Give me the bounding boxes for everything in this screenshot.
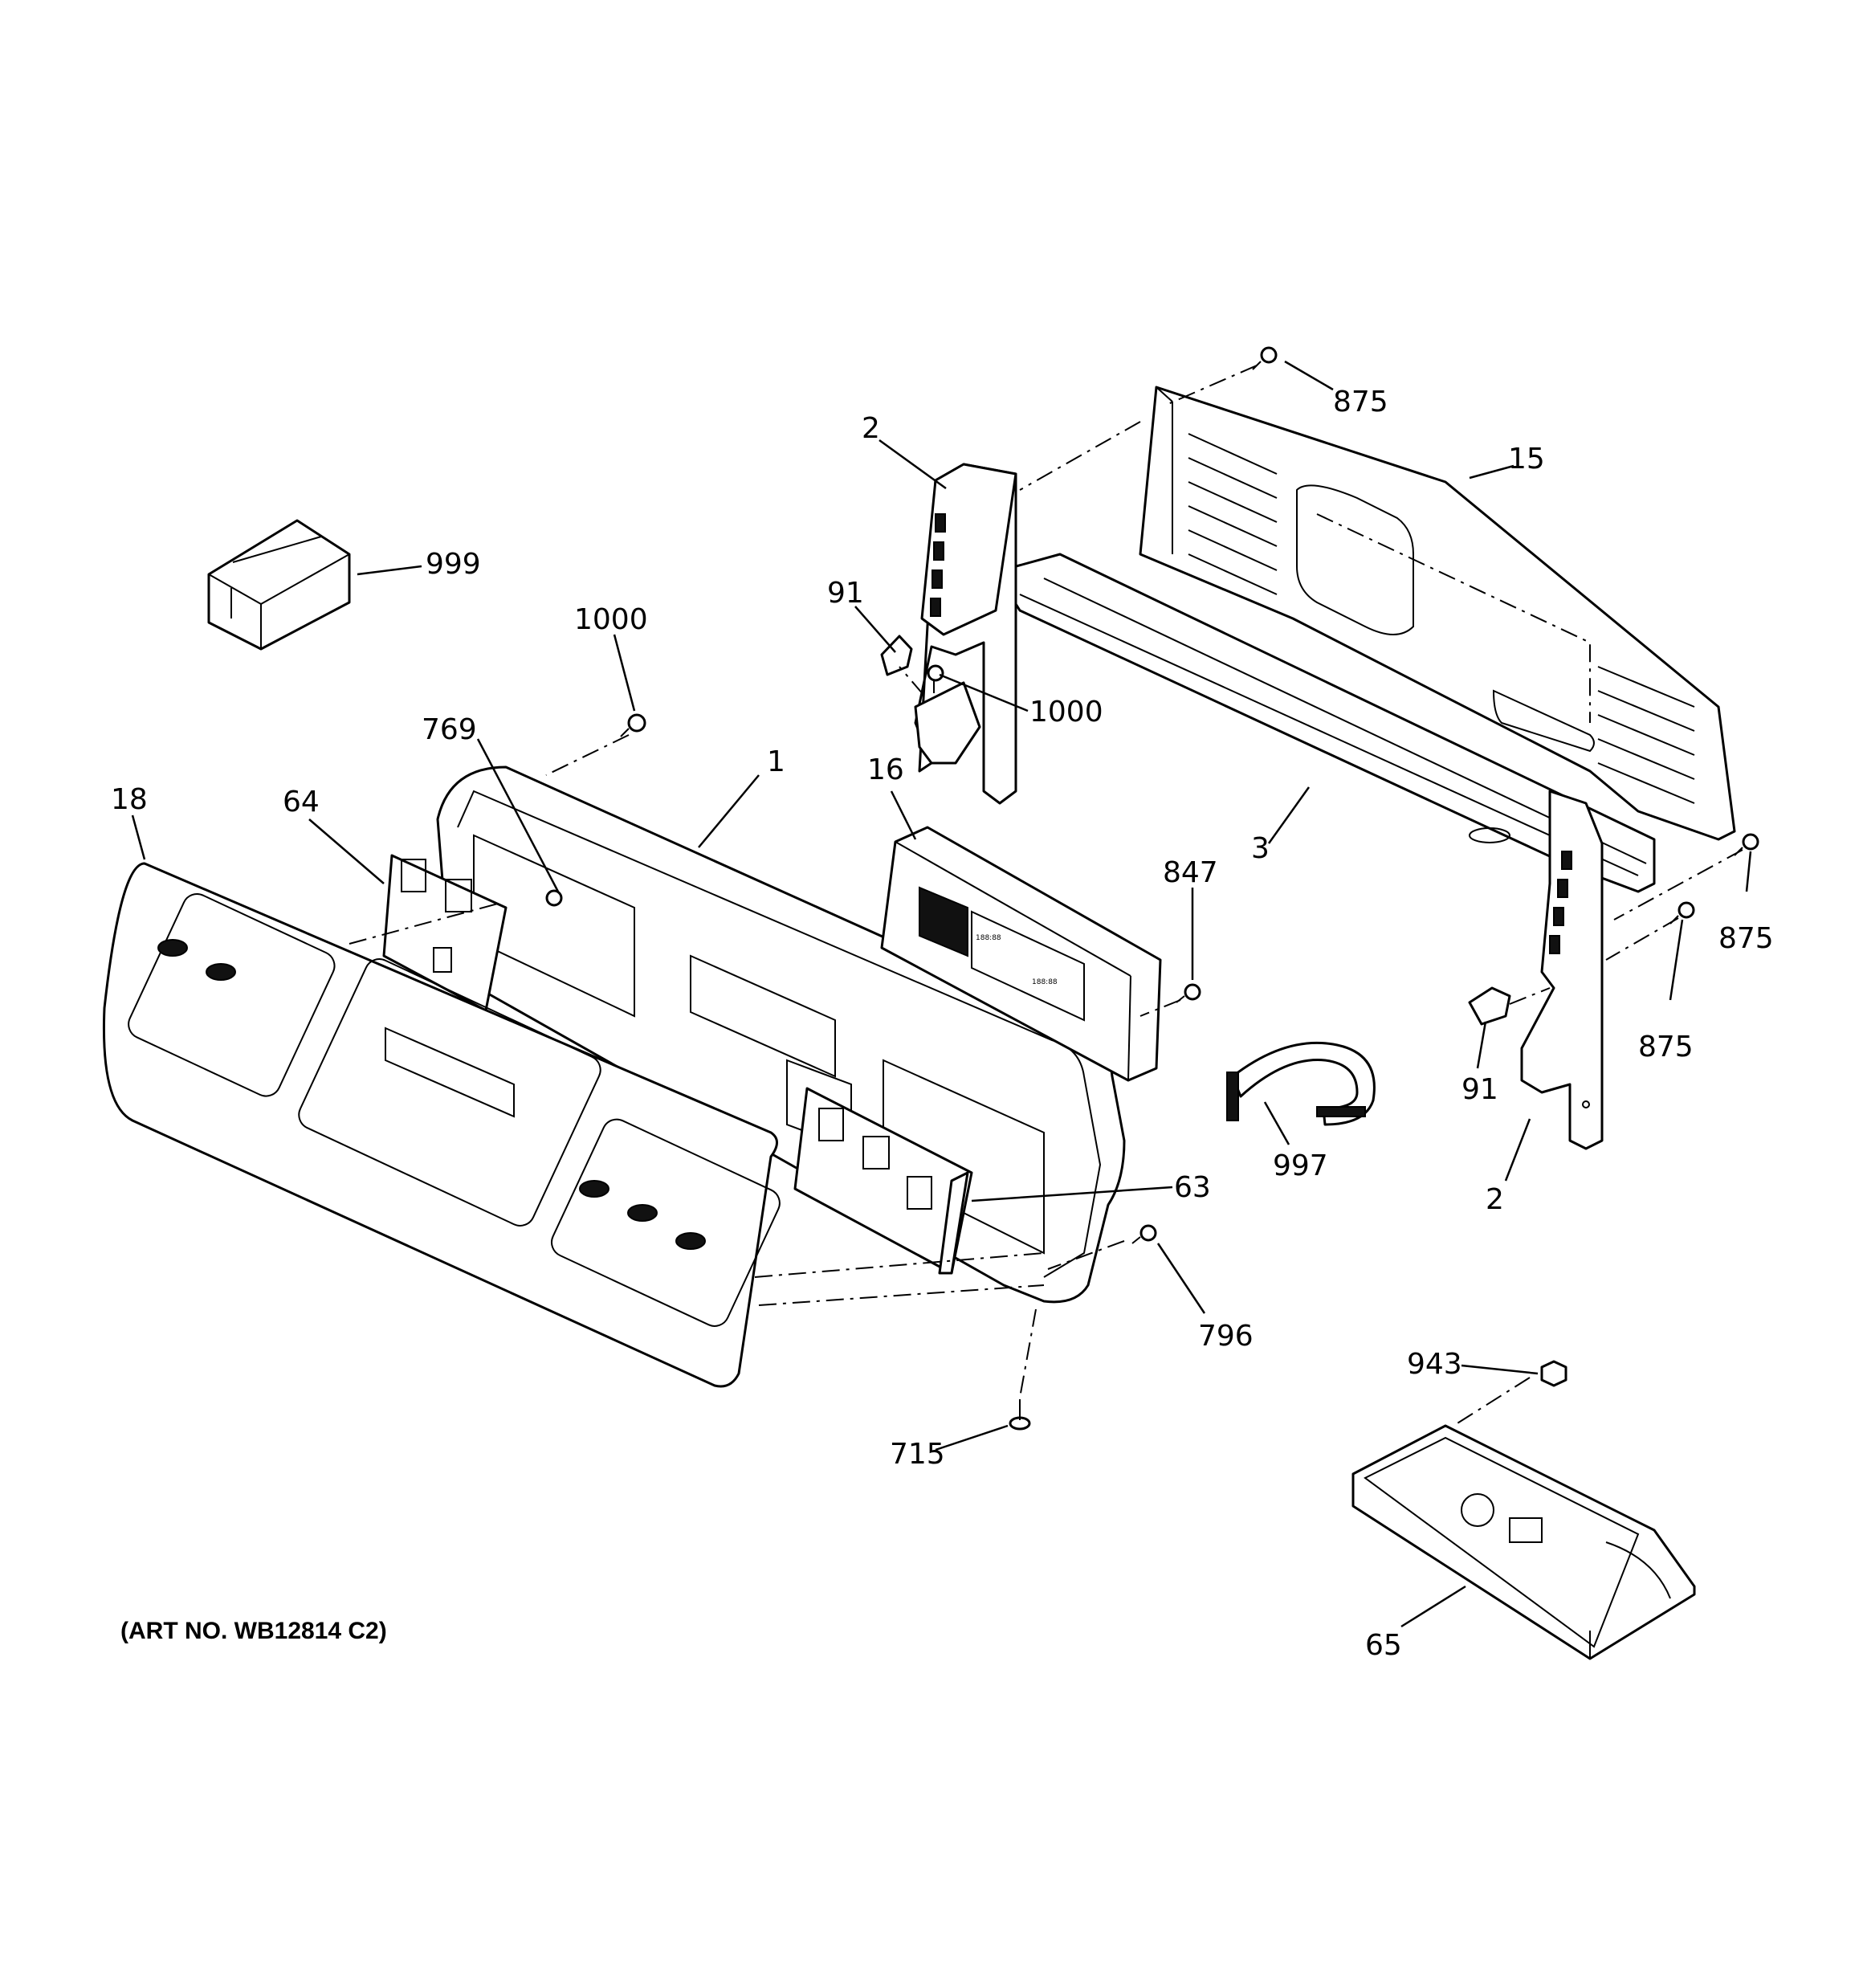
callout-1000: 1000 [1029, 696, 1103, 729]
callout-1000: 1000 [574, 603, 648, 636]
part-65-tray [1351, 1424, 1696, 1660]
part-63-circuit-board [793, 1087, 973, 1275]
callout-875: 875 [1333, 386, 1388, 418]
part-999-box [207, 519, 351, 651]
part-997-wire-harness [1226, 1041, 1376, 1126]
callout-2: 2 [1486, 1183, 1504, 1216]
svg-text:188:88: 188:88 [976, 934, 1001, 942]
callout-91: 91 [827, 577, 864, 610]
callout-875: 875 [1638, 1031, 1694, 1063]
callout-labels: 875 15 2 999 91 1000 1000 769 1 16 18 64… [111, 386, 1774, 1662]
callout-715: 715 [890, 1438, 945, 1471]
part-2-right-end-bracket [1520, 790, 1604, 1150]
fastener-769 [545, 889, 563, 907]
callout-63: 63 [1174, 1171, 1211, 1204]
callout-796: 796 [1198, 1320, 1254, 1353]
part-2-left-end-bracket [914, 463, 1017, 805]
callout-64: 64 [283, 786, 320, 818]
part-15-back-panel [1139, 386, 1736, 841]
part-18-faceplate [102, 862, 781, 1388]
fastener-1000-a [620, 713, 646, 737]
svg-text:188:88: 188:88 [1032, 978, 1058, 986]
callout-3: 3 [1251, 832, 1270, 865]
callout-999: 999 [426, 548, 481, 581]
fastener-847 [1176, 983, 1201, 1003]
callout-943: 943 [1407, 1348, 1462, 1381]
callout-2: 2 [862, 412, 880, 445]
assembly-lines [349, 365, 1743, 1427]
callout-875: 875 [1718, 922, 1774, 955]
callout-15: 15 [1508, 443, 1545, 476]
part-91-clip-right [1468, 986, 1511, 1026]
part-16-control-module: 188:88 188:88 [880, 826, 1162, 1082]
callout-769: 769 [422, 713, 477, 746]
fastener-715 [1009, 1399, 1031, 1431]
fastener-875-right-b [1669, 901, 1695, 925]
callout-847: 847 [1163, 856, 1218, 889]
fastener-943-nut [1540, 1360, 1567, 1387]
callout-91: 91 [1461, 1073, 1498, 1106]
part-3-bracket [994, 553, 1656, 893]
callout-16: 16 [867, 753, 904, 786]
fastener-796 [1131, 1224, 1157, 1244]
callout-1: 1 [767, 745, 785, 778]
callout-18: 18 [111, 783, 148, 816]
callout-65: 65 [1365, 1629, 1402, 1662]
leader-lines [131, 360, 1752, 1628]
callout-997: 997 [1273, 1149, 1328, 1182]
fastener-1000-b [927, 664, 944, 693]
art-number: (ART NO. WB12814 C2) [120, 1618, 387, 1644]
part-91-clip-left [880, 635, 913, 676]
